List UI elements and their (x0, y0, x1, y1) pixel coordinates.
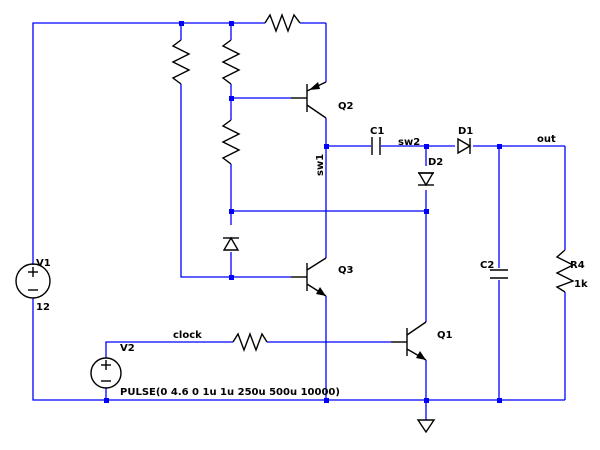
npn-transistor-icon (391, 321, 427, 361)
ground-symbol[interactable] (416, 419, 436, 434)
capacitor-c2[interactable] (490, 269, 508, 279)
c2-ref-label: C2 (480, 260, 494, 271)
transistor-q1[interactable] (391, 321, 427, 361)
resistor-icon (221, 39, 241, 85)
v1-ref-label: V1 (36, 258, 51, 269)
net-label-clock: clock (173, 330, 202, 341)
resistor-icon (264, 13, 301, 33)
net-label-sw1: sw1 (315, 154, 326, 176)
resistor-icon (555, 249, 575, 293)
r4-ref-label: R4 (570, 260, 585, 271)
v1-value-label: 12 (36, 302, 50, 313)
voltage-source-icon (15, 263, 51, 299)
junction-dot (497, 144, 502, 149)
transistor-q2[interactable] (291, 81, 327, 119)
wire-top-left (32, 22, 265, 265)
resistor-r4[interactable] (555, 249, 575, 293)
wires (32, 22, 566, 420)
source-v1[interactable] (15, 263, 51, 299)
junction-dot (229, 275, 234, 280)
capacitor-icon (490, 269, 508, 279)
diode-icon (222, 236, 240, 251)
junction-dot (324, 398, 329, 403)
junction-dot (179, 21, 184, 26)
source-v2[interactable] (90, 357, 122, 389)
junction-dot (324, 144, 329, 149)
npn-transistor-icon (291, 257, 327, 297)
v2-ref-label: V2 (120, 343, 135, 354)
q1-ref-label: Q1 (437, 330, 453, 341)
junction-dot (424, 209, 429, 214)
d2-ref-label: D2 (428, 157, 443, 168)
junction-dot (229, 21, 234, 26)
resistor-mid-lower[interactable] (221, 119, 241, 165)
resistor-icon (232, 332, 268, 352)
resistor-icon (221, 119, 241, 165)
resistor-icon (171, 39, 191, 85)
c1-ref-label: C1 (370, 126, 384, 137)
junction-dot (424, 144, 429, 149)
r4-value-label: 1k (574, 279, 588, 290)
resistor-top[interactable] (264, 13, 301, 33)
capacitor-icon (371, 137, 381, 155)
diode-icon (417, 172, 435, 187)
ground-icon (416, 419, 436, 434)
junction-dot (424, 398, 429, 403)
transistor-q3[interactable] (291, 257, 327, 297)
junction-dot (104, 398, 109, 403)
diode-d2[interactable] (417, 172, 435, 187)
net-label-out: out (537, 134, 556, 145)
junction-dot (497, 398, 502, 403)
wire-bottom-rail (32, 298, 565, 401)
v2-value-label: PULSE(0 4.6 0 1u 1u 250u 500u 10000) (120, 387, 340, 398)
net-label-sw2: sw2 (398, 137, 420, 148)
capacitor-c1[interactable] (371, 137, 381, 155)
diode-icon (457, 137, 472, 155)
junctions (104, 21, 502, 403)
wire-clock (105, 341, 233, 358)
resistor-left[interactable] (171, 39, 191, 85)
diode-left[interactable] (222, 236, 240, 251)
q3-ref-label: Q3 (338, 265, 354, 276)
diode-d1[interactable] (457, 137, 472, 155)
d1-ref-label: D1 (458, 126, 473, 137)
voltage-source-icon (90, 357, 122, 389)
resistor-clock[interactable] (232, 332, 268, 352)
q2-ref-label: Q2 (338, 101, 354, 112)
pnp-transistor-icon (291, 81, 327, 119)
wire-rleft-to-q3 (180, 84, 291, 278)
resistor-mid-upper[interactable] (221, 39, 241, 85)
junction-dot (229, 96, 234, 101)
junction-dot (229, 209, 234, 214)
